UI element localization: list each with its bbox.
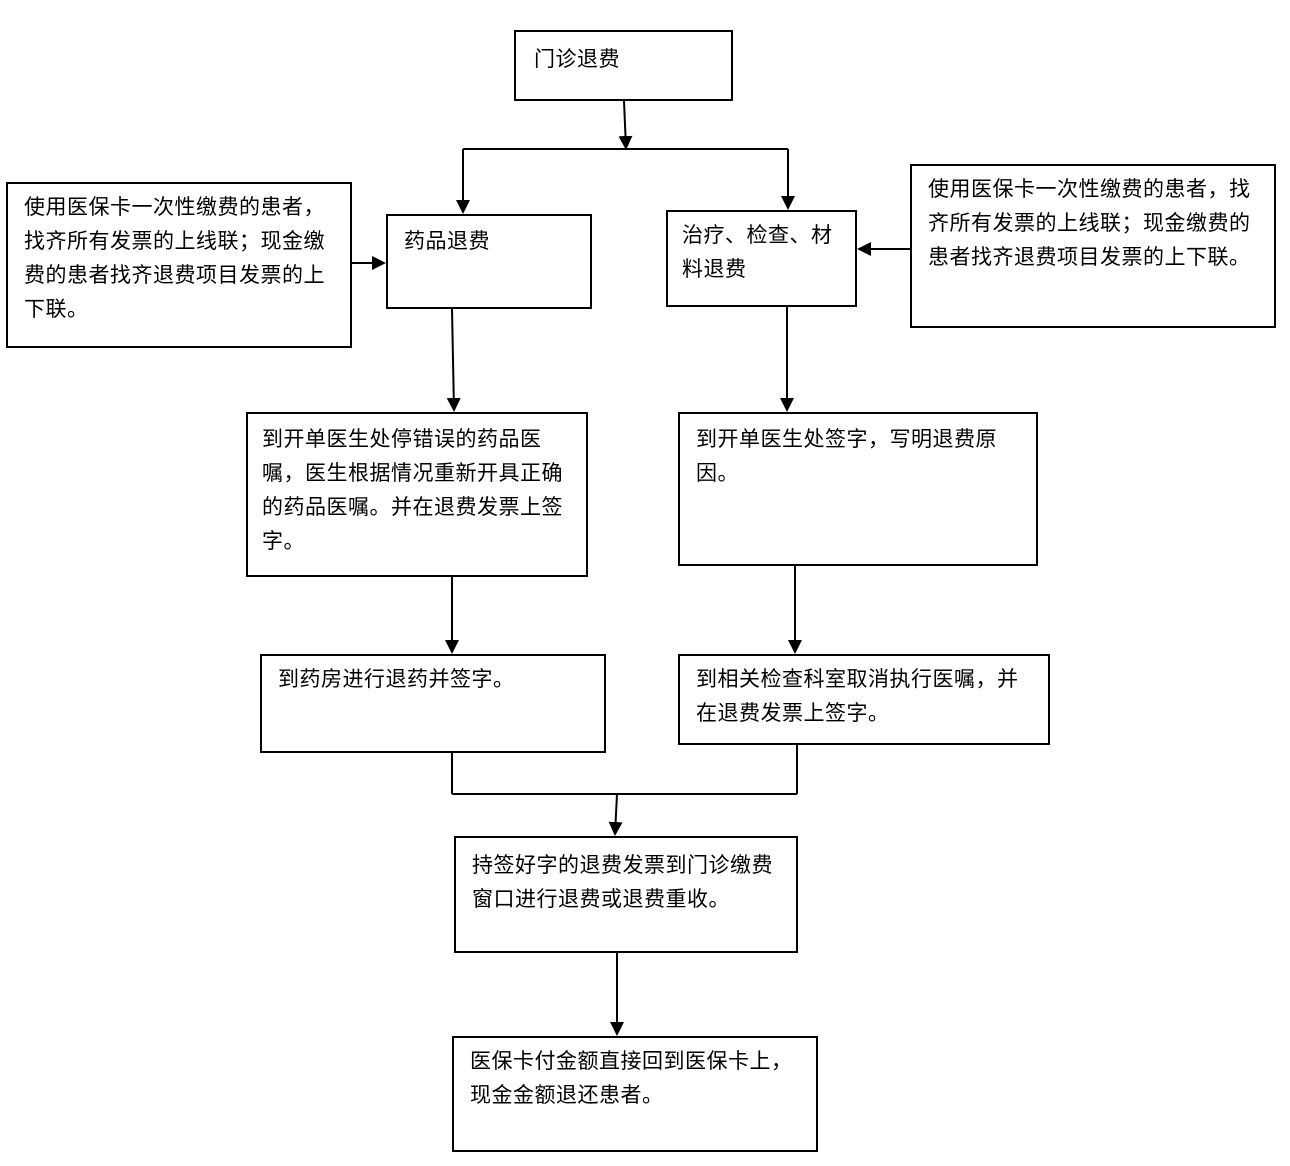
start-label: 门诊退费 bbox=[534, 47, 620, 71]
left-note-text: 使用医保卡一次性缴费的患者，找齐所有发票的上线联；现金缴费的患者找齐退费项目发票… bbox=[24, 195, 325, 321]
start-box: 门诊退费 bbox=[514, 30, 733, 101]
pharmacy-return-text: 到药房进行退药并签字。 bbox=[278, 667, 515, 691]
department-cancel-text: 到相关检查科室取消执行医嘱，并在退费发票上签字。 bbox=[696, 667, 1019, 725]
refund-result-text: 医保卡付金额直接回到医保卡上，现金金额退还患者。 bbox=[470, 1049, 793, 1107]
arrow-start-to-split bbox=[618, 100, 633, 150]
pharmacy-return-box: 到药房进行退药并签字。 bbox=[260, 654, 606, 753]
right-note-text: 使用医保卡一次性缴费的患者，找齐所有发票的上线联；现金缴费的患者找齐退费项目发票… bbox=[928, 177, 1251, 269]
stop-drug-order-box: 到开单医生处停错误的药品医嘱，医生根据情况重新开具正确的药品医嘱。并在退费发票上… bbox=[246, 412, 588, 577]
drug-refund-box: 药品退费 bbox=[386, 214, 592, 309]
treatment-refund-label: 治疗、检查、材料退费 bbox=[682, 223, 833, 281]
stop-drug-order-text: 到开单医生处停错误的药品医嘱，医生根据情况重新开具正确的药品医嘱。并在退费发票上… bbox=[262, 427, 563, 553]
drug-refund-label: 药品退费 bbox=[404, 229, 490, 253]
arrow-merge-to-window bbox=[608, 793, 623, 836]
left-note-box: 使用医保卡一次性缴费的患者，找齐所有发票的上线联；现金缴费的患者找齐退费项目发票… bbox=[6, 182, 352, 348]
treatment-refund-box: 治疗、检查、材料退费 bbox=[666, 210, 857, 307]
right-note-box: 使用医保卡一次性缴费的患者，找齐所有发票的上线联；现金缴费的患者找齐退费项目发票… bbox=[910, 164, 1276, 328]
payment-window-box: 持签好字的退费发票到门诊缴费窗口进行退费或退费重收。 bbox=[454, 836, 798, 953]
department-cancel-box: 到相关检查科室取消执行医嘱，并在退费发票上签字。 bbox=[678, 654, 1050, 745]
doctor-sign-text: 到开单医生处签字，写明退费原因。 bbox=[696, 427, 997, 485]
refund-result-box: 医保卡付金额直接回到医保卡上，现金金额退还患者。 bbox=[452, 1036, 818, 1152]
payment-window-text: 持签好字的退费发票到门诊缴费窗口进行退费或退费重收。 bbox=[472, 853, 773, 911]
arrow-drug-to-stop-order bbox=[446, 308, 461, 412]
doctor-sign-box: 到开单医生处签字，写明退费原因。 bbox=[678, 412, 1038, 566]
